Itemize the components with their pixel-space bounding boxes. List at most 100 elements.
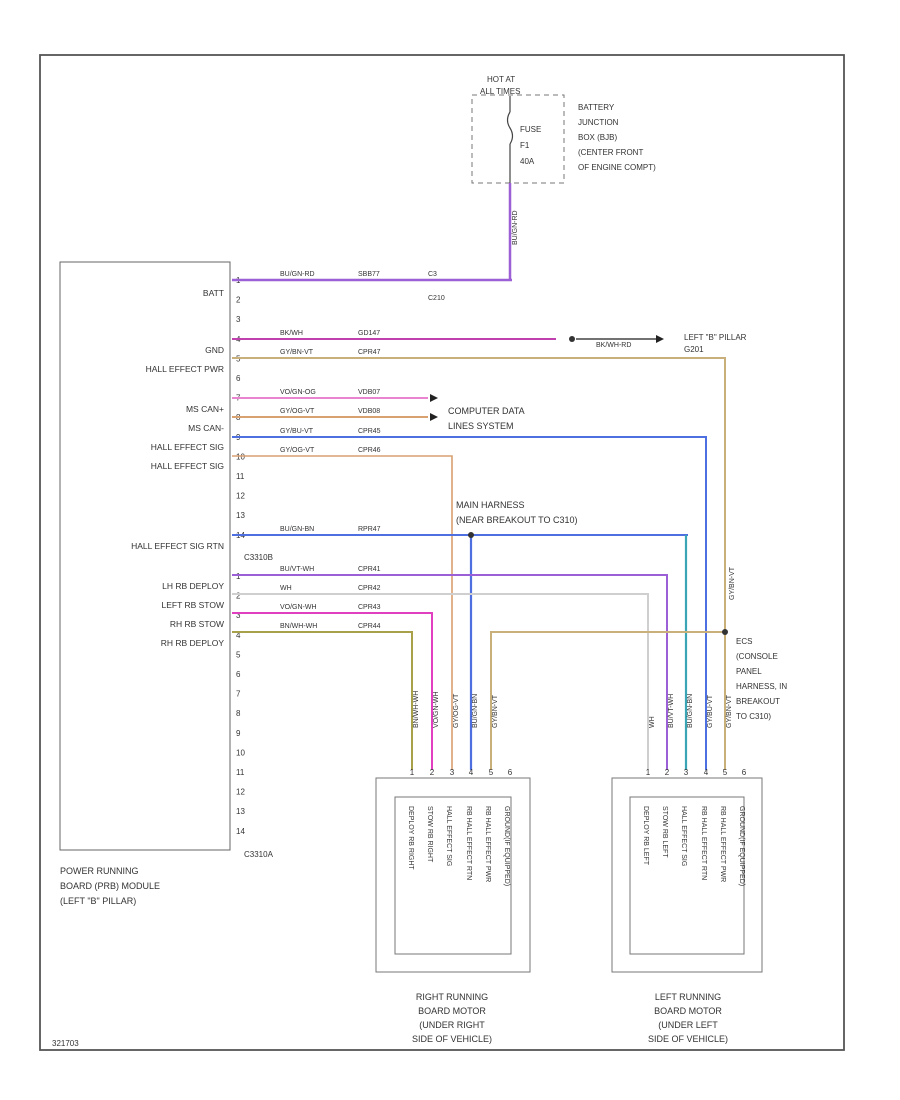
wire-lhdep-circuit: BU/VT-WH: [280, 566, 314, 573]
wire-pwr-ckt: CPR47: [358, 349, 381, 356]
lm-pin-5: 5: [723, 768, 728, 777]
lm-func-5: RB HALL EFFECT PWR: [719, 806, 726, 882]
label-rh-deploy: RH RB DEPLOY: [161, 638, 225, 648]
rm-name-2: BOARD MOTOR: [418, 1006, 486, 1016]
lm-wire-label-5: GY/BN-VT: [726, 694, 733, 728]
pin-a-3: 3: [236, 315, 241, 324]
fuse-box-outline: [471, 94, 565, 184]
battery-junction-box: HOT AT ALL TIMES FUSE F1 40A BATTERY JUN…: [471, 75, 656, 184]
label-ms-can-plus: MS CAN+: [186, 404, 224, 414]
conn-b-label: C3310A: [244, 850, 274, 859]
fuse-line-3: 40A: [520, 157, 535, 166]
label-hall-sig-1: HALL EFFECT SIG: [151, 442, 224, 452]
label-hall-rtn: HALL EFFECT SIG RTN: [131, 541, 224, 551]
note-ecs-3: PANEL: [736, 667, 762, 676]
lm-func-3: HALL EFFECT SIG: [680, 806, 687, 866]
note-ecs-6: TO C310): [736, 712, 771, 721]
label-gnd: GND: [205, 345, 224, 355]
pin-b-12: 12: [236, 788, 245, 797]
label-ms-can-minus: MS CAN-: [188, 423, 224, 433]
label-left-stow: LEFT RB STOW: [161, 600, 224, 610]
wire-rh-deploy: [232, 631, 413, 770]
wire-can-plus-ckt: VDB07: [358, 389, 380, 396]
prb-module: BATT GND HALL EFFECT PWR MS CAN+ MS CAN-…: [59, 261, 274, 906]
rm-func-1: DEPLOY RB RIGHT: [407, 806, 414, 870]
pin-b-4: 4: [236, 631, 241, 640]
wire-ecs-branch: [490, 631, 725, 770]
conn-a-label: C3310B: [244, 553, 273, 562]
ecs-splice: [722, 629, 728, 635]
lm-func-2: STOW RB LEFT: [661, 806, 668, 858]
bjb-desc-1: BATTERY: [578, 103, 615, 112]
wire-lstow-circuit: WH: [280, 585, 292, 592]
wire-can-minus-circuit: GY/OG-VT: [280, 408, 315, 415]
wire-hall-sig-2: [232, 455, 453, 770]
pin-a-6: 6: [236, 374, 241, 383]
pin-b-8: 8: [236, 709, 241, 718]
pin-b-10: 10: [236, 748, 245, 757]
rm-func-2: STOW RB RIGHT: [426, 806, 433, 863]
rm-func-5: RB HALL EFFECT PWR: [484, 806, 491, 882]
rm-name-4: SIDE OF VEHICLE): [412, 1034, 492, 1044]
note-ecs-2: (CONSOLE: [736, 652, 778, 661]
wire-batt-conn: C210: [428, 295, 445, 302]
fuse-symbol: [506, 111, 514, 145]
wire-rdep-circuit: BN/WH-WH: [280, 623, 317, 630]
rm-func-3: HALL EFFECT SIG: [445, 806, 452, 866]
rm-wire-label-3: GY/OG-VT: [453, 693, 460, 728]
note-ecs-5: BREAKOUT: [736, 697, 780, 706]
wire-lhdep-ckt: CPR41: [358, 566, 381, 573]
diagram-frame: [39, 54, 845, 1051]
feed-wire-label: BU/GN-RD: [512, 210, 519, 245]
wire-rstow-ckt: CPR43: [358, 604, 381, 611]
bjb-desc-2: JUNCTION: [578, 118, 619, 127]
wire-can-plus-circuit: VO/GN-OG: [280, 389, 316, 396]
rm-pin-6: 6: [508, 768, 513, 777]
wire-sig1-circuit: GY/BU-VT: [280, 428, 314, 435]
pin-b-5: 5: [236, 650, 241, 659]
can-plus-arrow: [430, 394, 438, 402]
pin-b-11: 11: [236, 768, 245, 777]
can-minus-arrow: [430, 413, 438, 421]
label-batt: BATT: [203, 288, 224, 298]
label-hall-sig-2: HALL EFFECT SIG: [151, 461, 224, 471]
wire-batt-splice: C3: [428, 271, 437, 278]
pin-b-14: 14: [236, 827, 245, 836]
lm-wire-label-2: BU/VT-WH: [668, 694, 675, 728]
pin-b-3: 3: [236, 611, 241, 620]
rm-pin-1: 1: [410, 768, 415, 777]
pin-b-13: 13: [236, 807, 245, 816]
rtn-splice: [468, 532, 474, 538]
lm-pin-4: 4: [704, 768, 709, 777]
left-motor-outer: [611, 777, 763, 973]
wire-gnd-mid: BK/WH-RD: [596, 342, 631, 349]
lm-func-6: GROUND(IF EQUIPPED): [738, 806, 745, 886]
bjb-desc-5: OF ENGINE COMPT): [578, 163, 656, 172]
hot-label-2: ALL TIMES: [480, 87, 520, 96]
wire-rtn-ckt: RPR47: [358, 526, 381, 533]
pin-a-11: 11: [236, 472, 245, 481]
wire-sig1-ckt: CPR45: [358, 428, 381, 435]
lm-wire-label-1: WH: [649, 716, 656, 728]
wire-lh-deploy: [232, 574, 668, 770]
wire-lstow-ckt: CPR42: [358, 585, 381, 592]
note-data-2: LINES SYSTEM: [448, 421, 514, 431]
wire-rdep-ckt: CPR44: [358, 623, 381, 630]
wire-pwr-circuit: GY/BN-VT: [280, 349, 314, 356]
wire-rtn-circuit: BU/GN-BN: [280, 526, 314, 533]
rm-wire-label-4: BU/GN-BN: [472, 694, 479, 728]
module-name-1: POWER RUNNING: [60, 866, 139, 876]
note-ecs-1: ECS: [736, 637, 752, 646]
pin-a-2: 2: [236, 296, 241, 305]
gnd-ref: LEFT "B" PILLAR: [684, 333, 747, 342]
wire-vertical-tan: GY/BN-VT: [729, 566, 736, 600]
label-lh-deploy: LH RB DEPLOY: [162, 581, 224, 591]
wire-hall-pwr: [232, 357, 726, 690]
rm-pin-3: 3: [450, 768, 455, 777]
bjb-desc-3: BOX (BJB): [578, 133, 617, 142]
